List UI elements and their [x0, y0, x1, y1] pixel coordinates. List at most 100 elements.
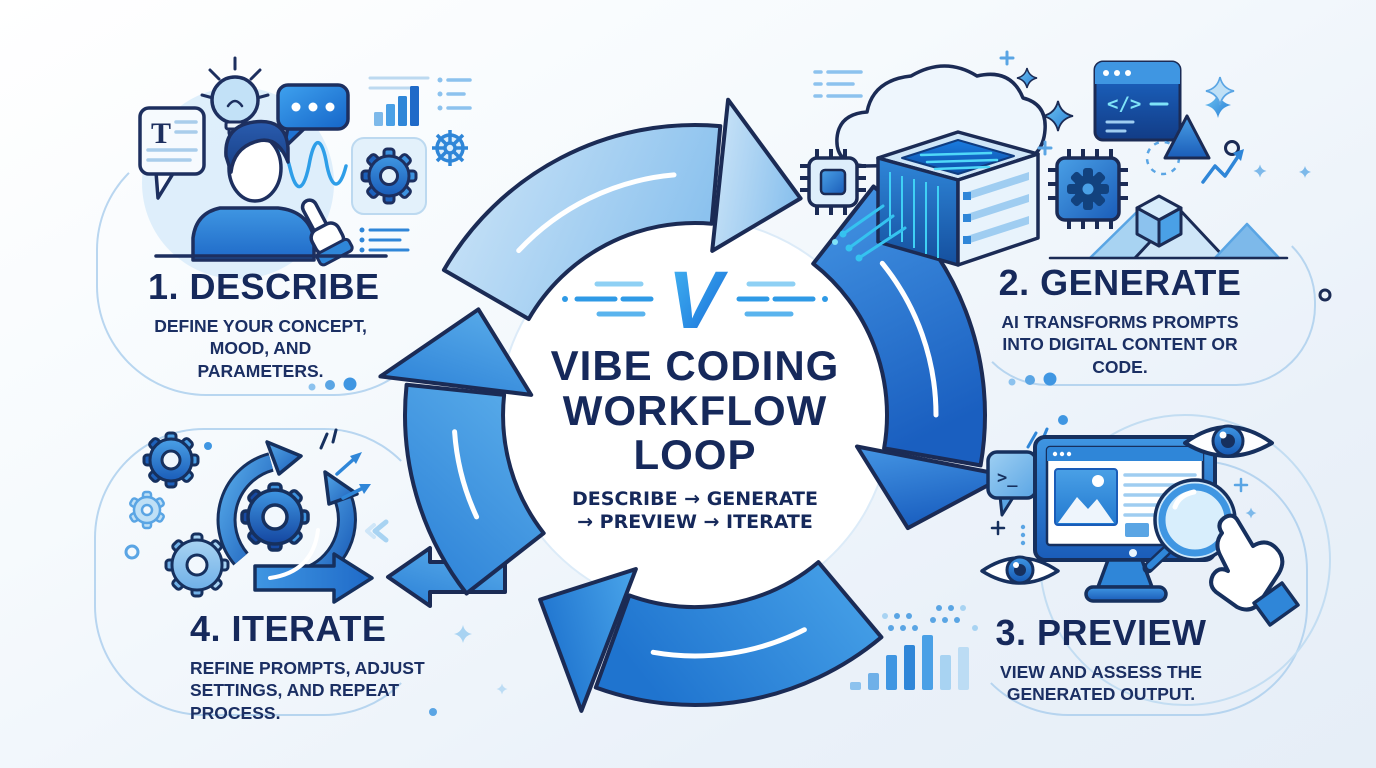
- circle-outline: [1224, 140, 1240, 156]
- sequence-line-2: → PREVIEW → ITERATE: [577, 511, 813, 534]
- main-title: VIBE CODING WORKFLOW LOOP: [515, 342, 875, 479]
- sparkle-icon: [1245, 507, 1257, 519]
- monitor-button: [1129, 549, 1137, 557]
- small-gear-icon: [432, 130, 468, 166]
- step-generate: 2. GENERATE AI TRANSFORMS PROMPTS INTO D…: [995, 262, 1245, 378]
- iterate-card-outline: [94, 428, 434, 716]
- mini-bar-chart-icon: [368, 76, 430, 126]
- speed-lines-left: [562, 281, 654, 317]
- gear-icon: [142, 431, 200, 489]
- step-preview-heading: 3. PREVIEW: [995, 612, 1207, 653]
- plus-sparkle-icon: [990, 520, 1006, 536]
- flow-line: [268, 528, 320, 580]
- title-line-3: LOOP: [633, 431, 757, 479]
- title-line-1: VIBE CODING: [550, 342, 840, 389]
- circle-outline: [1318, 288, 1332, 302]
- loop-segment: [441, 123, 723, 321]
- data-stream-lines: [832, 204, 907, 262]
- step-preview-description: VIEW AND ASSESS THE GENERATED OUTPUT.: [1000, 662, 1202, 705]
- dot: [1058, 415, 1068, 425]
- eye-icon: [1183, 424, 1274, 458]
- sparkle-icon: [1253, 164, 1267, 178]
- gear-icon: [164, 532, 230, 598]
- trend-line-icon: [1201, 149, 1244, 184]
- gear-panel-icon: [351, 137, 427, 215]
- loop-flow-line: [516, 172, 677, 254]
- plus-sparkle-icon: [999, 50, 1053, 156]
- logo-letter: V: [668, 255, 729, 346]
- sequence-line-1: DESCRIBE → GENERATE: [572, 487, 818, 510]
- code-window-icon: </>: [1093, 60, 1182, 142]
- speed-lines-right: [736, 281, 828, 317]
- step-generate-description: AI TRANSFORMS PROMPTS INTO DIGITAL CONTE…: [1001, 312, 1239, 377]
- step-describe-heading: 1. DESCRIBE: [148, 266, 380, 307]
- step-iterate-heading: 4. ITERATE: [190, 608, 387, 649]
- sparkle-icon: [1016, 67, 1038, 89]
- loop-arrowhead: [710, 97, 803, 253]
- workflow-sequence: DESCRIBE → GENERATE → PREVIEW → ITERATE: [515, 488, 875, 536]
- terminal-bubble-icon: >_: [986, 450, 1038, 517]
- step-describe: 1. DESCRIBE DEFINE YOUR CONCEPT, MOOD, A…: [148, 266, 380, 382]
- list-lines-icon: [813, 70, 863, 98]
- step-preview: 3. PREVIEW VIEW AND ASSESS THE GENERATED…: [995, 612, 1207, 706]
- circle-outline: [124, 544, 140, 560]
- ai-chip-gear-icon: [1048, 149, 1128, 229]
- person-pointing: [191, 119, 354, 267]
- forward-arrow: [253, 552, 374, 604]
- terminal-prompt-glyph: >_: [997, 468, 1018, 488]
- content-block: [1125, 523, 1149, 537]
- loop-flow-line: [650, 627, 807, 659]
- loop-segment: [403, 382, 546, 596]
- preview-illustration: >_: [980, 414, 1331, 706]
- cpu-chip-icon: [800, 149, 866, 215]
- monitor-stand: [1096, 558, 1154, 589]
- step-describe-description: DEFINE YOUR CONCEPT, MOOD, AND PARAMETER…: [154, 316, 367, 381]
- document-text-bubble-icon: T: [138, 106, 206, 200]
- gear-icon: [129, 490, 165, 530]
- doc-letter: T: [151, 117, 171, 150]
- v-logo: V: [562, 255, 828, 346]
- chat-dots-bubble-icon: [276, 83, 350, 150]
- generate-illustration: </>: [800, 50, 1289, 267]
- generate-card-outline: [968, 222, 1316, 386]
- loop-flow-line: [452, 429, 480, 520]
- equalizer-bars-icon: [850, 605, 978, 690]
- browser-bar: [1047, 447, 1203, 461]
- image-placeholder-icon: [1054, 468, 1118, 526]
- cube-icon: [1135, 194, 1183, 248]
- step-iterate-description: REFINE PROMPTS, ADJUST SETTINGS, AND REP…: [190, 658, 425, 723]
- list-lines-icon: [437, 77, 472, 111]
- pointing-hand-cursor-icon: [1209, 513, 1300, 627]
- loop-flow-line: [879, 260, 939, 418]
- pointing-hand-icon: [300, 198, 354, 267]
- gear-icon: [240, 482, 310, 552]
- list-lines-icon: [359, 227, 410, 253]
- step-iterate: 4. ITERATE REFINE PROMPTS, ADJUST SETTIN…: [190, 608, 492, 724]
- describe-card-outline: [96, 140, 444, 396]
- loop-segment: [593, 560, 884, 707]
- describe-illustration: T: [138, 56, 472, 279]
- dot-trio-right: [1008, 372, 1057, 386]
- sparkle-icon: [1205, 76, 1235, 106]
- eye-icon: [980, 555, 1060, 585]
- monitor-base: [1084, 585, 1168, 603]
- plus-sparkle-icon: [1233, 477, 1249, 493]
- server-tower-icon: [876, 130, 1040, 267]
- dot-column: [1020, 524, 1026, 546]
- dot: [204, 442, 212, 450]
- title-line-2: WORKFLOW: [562, 386, 828, 434]
- sparkle-icon: [1042, 100, 1074, 132]
- dot-trio-left: [308, 377, 357, 391]
- chevrons-icon: [365, 519, 389, 543]
- iterate-illustration: [124, 428, 389, 604]
- code-tag-glyph: </>: [1107, 93, 1141, 115]
- small-arrows-icon: [319, 428, 371, 500]
- center-content: V VIBE CODING WORKFLOW LOOP DESCRIBE → G…: [515, 255, 875, 536]
- loop-arrowhead: [855, 444, 1009, 531]
- step-generate-heading: 2. GENERATE: [998, 262, 1242, 303]
- triangle-icon: [1163, 114, 1211, 160]
- loop-arrowhead: [378, 307, 534, 397]
